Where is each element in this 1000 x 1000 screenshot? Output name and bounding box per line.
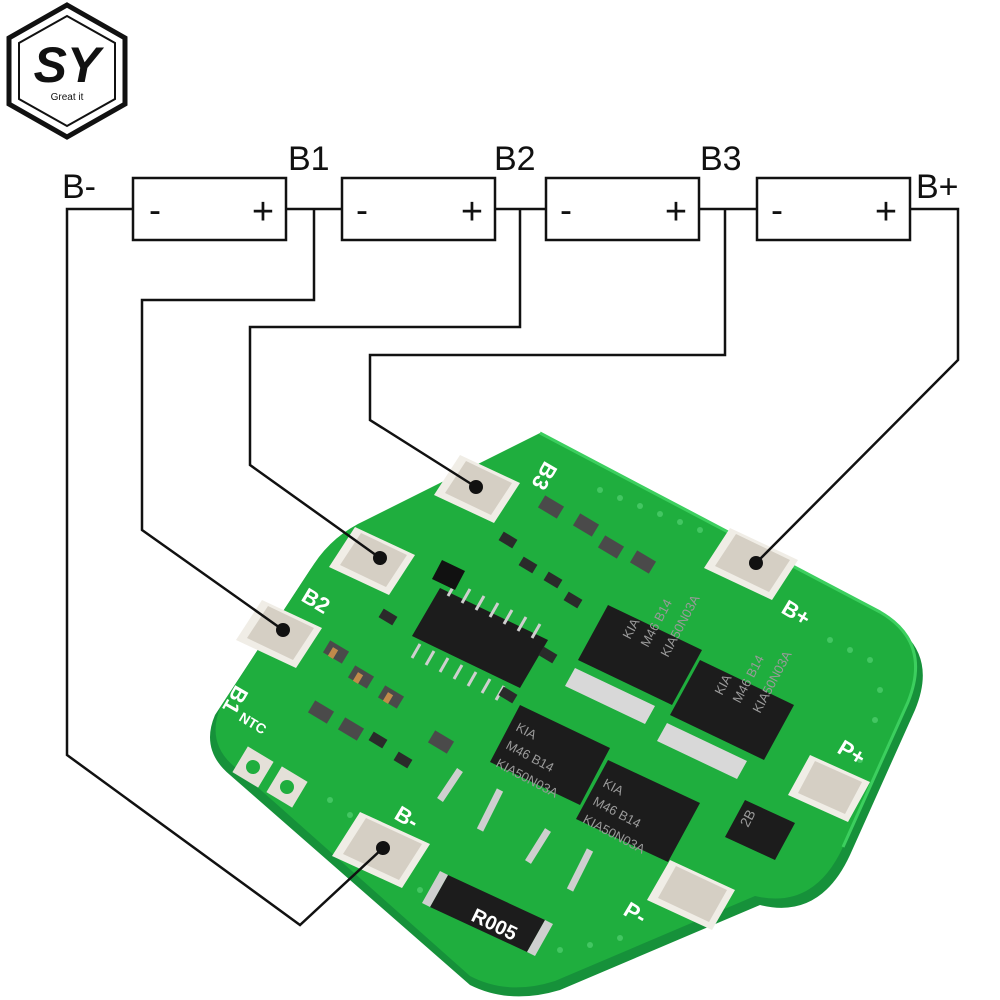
logo-tagline: Great it [51,92,84,103]
label-b1: B1 [288,140,330,178]
mosfet-1: KIA M46 B14 KIA50N03A [565,592,703,724]
cell-2-minus: - [356,189,368,230]
wire-b2 [248,209,522,560]
cell-4-plus: + [875,191,897,233]
wire-b1 [140,209,316,632]
wire-b3 [368,209,727,489]
cell-2-plus: + [461,191,483,233]
shunt-resistor: R005 [422,871,553,956]
smd-components [307,495,657,769]
battery-cell-4: - + [755,176,912,242]
cell-3-minus: - [560,189,572,230]
wire-b-minus [65,207,384,927]
brand-logo: SY Great it [6,2,128,140]
label-b2: B2 [494,140,536,178]
mosfet-3: KIA M46 B14 KIA50N03A [437,705,610,832]
protection-ic [410,581,548,701]
small-chip: 2B [725,800,795,860]
label-b3: B3 [700,140,742,178]
bms-pcb-board: B1 B2 B3 B+ B- P+ P- [210,431,923,997]
battery-cell-2: - + [340,176,497,242]
cell-1-plus: + [252,191,274,233]
small-chip-label: 2B [737,807,759,830]
wiring [65,207,960,927]
logo-monogram: SY [34,37,105,93]
cell-1-minus: - [149,189,161,230]
battery-cell-1: - + [131,176,288,242]
cell-3-plus: + [665,191,687,233]
mosfet-4: KIA M46 B14 KIA50N03A [525,760,700,892]
label-b-plus: B+ [916,168,959,206]
label-b-minus: B- [62,168,96,206]
cell-4-minus: - [771,189,783,230]
wire-b-plus [755,207,960,564]
battery-cell-3: - + [544,176,701,242]
